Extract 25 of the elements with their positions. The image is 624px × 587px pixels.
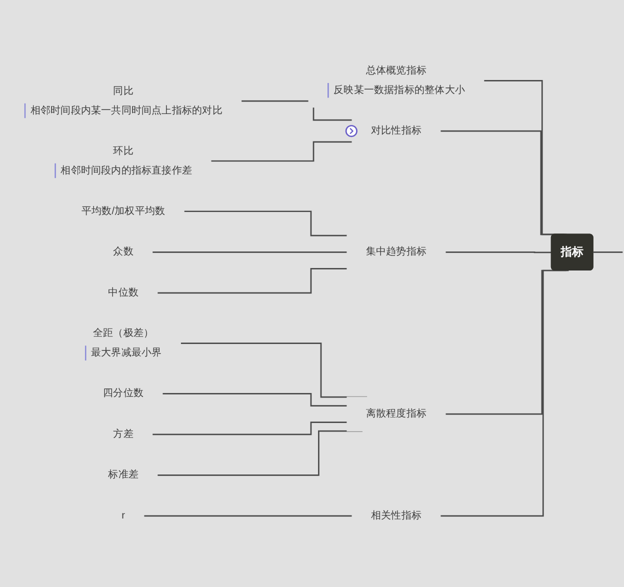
node-text: 众数 — [113, 246, 134, 258]
node-text: 四分位数 — [103, 387, 144, 399]
connector — [210, 141, 352, 162]
connector — [152, 422, 348, 436]
connector — [445, 251, 552, 254]
connector-line — [593, 251, 623, 253]
node-text: 平均数/加权平均数 — [81, 205, 166, 217]
node-text: 标准差 — [108, 468, 138, 480]
node-text: 中位数 — [108, 286, 138, 298]
node-text: 环比 相邻时间段内的指标直接作差 — [60, 145, 192, 176]
node-text: 方差 — [113, 428, 134, 440]
node-text: r — [122, 510, 125, 522]
node-text: 总体概览指标 反映某一数据指标的整体大小 — [334, 64, 465, 96]
connector — [241, 100, 352, 121]
node-text: 对比性指标 — [370, 124, 422, 136]
node-text: 相关性指标 — [370, 510, 422, 522]
connector — [440, 270, 569, 517]
node-text: 同比 相邻时间段内某一共同时间点上指标的对比 — [30, 85, 222, 116]
connector — [157, 268, 348, 294]
connector — [184, 210, 348, 236]
node-text: 全距（极差） 最大界减最小界 — [90, 327, 162, 358]
connector — [152, 251, 348, 253]
connector — [162, 392, 348, 406]
node-text: 集中趋势指标 — [366, 246, 427, 258]
connector — [144, 515, 352, 517]
